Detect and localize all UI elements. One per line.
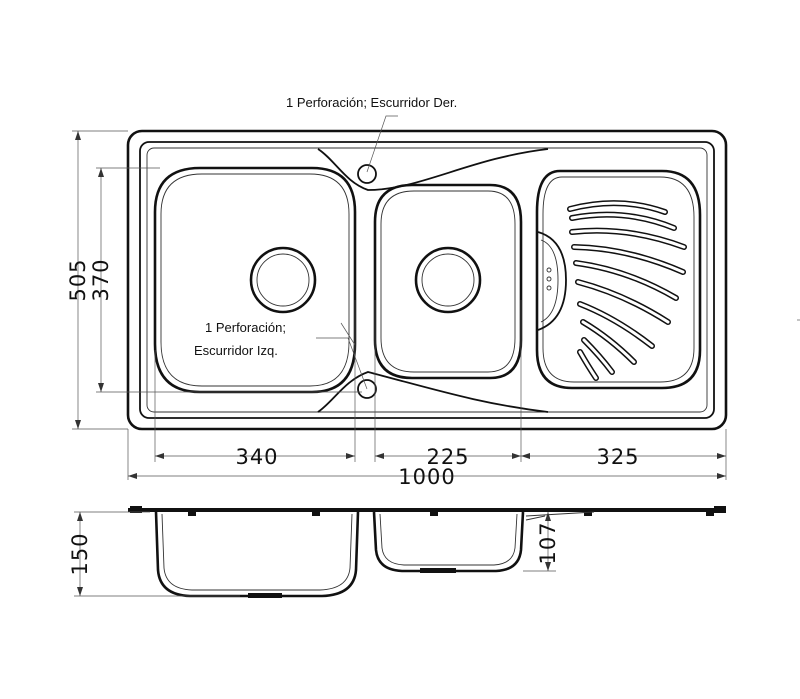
sink-inner-rim xyxy=(139,141,715,419)
dim-325: 325 xyxy=(596,445,639,469)
left-hole-note-line2: Escurridor Izq. xyxy=(194,343,278,358)
sink-side-view xyxy=(128,506,726,598)
center-drain xyxy=(414,246,482,314)
dim-225: 225 xyxy=(426,445,469,469)
deck-contour-upper xyxy=(317,148,549,191)
side-deck-plate xyxy=(128,508,726,512)
right-tap-hole xyxy=(357,164,377,184)
dim-340: 340 xyxy=(235,445,278,469)
overflow-slot xyxy=(537,231,567,331)
deck-contour-lower xyxy=(317,371,549,413)
dim-505: 505 xyxy=(66,258,90,301)
left-hole-leader xyxy=(316,337,368,390)
left-drain xyxy=(249,246,317,314)
left-tap-hole xyxy=(357,379,377,399)
sink-top-view: 1 Perforación; Escurridor Der. 1 Perfora… xyxy=(126,95,728,431)
dim-370: 370 xyxy=(89,258,113,301)
right-hole-note: 1 Perforación; Escurridor Der. xyxy=(286,95,457,110)
side-left-bowl xyxy=(154,511,360,598)
dim-1000: 1000 xyxy=(398,465,455,489)
right-hole-leader xyxy=(366,115,398,173)
left-hole-note-line1: 1 Perforación; xyxy=(205,320,286,335)
dim-150: 150 xyxy=(68,532,92,575)
top-view-dimensions: 505 370 340 225 325 1000 xyxy=(66,130,800,489)
side-center-bowl xyxy=(372,511,525,573)
drainer-board xyxy=(535,169,702,390)
left-bowl xyxy=(153,166,357,394)
sink-outer-rim xyxy=(126,129,728,431)
sink-deck-line xyxy=(146,147,708,413)
center-bowl xyxy=(373,183,523,380)
dim-107: 107 xyxy=(536,521,560,564)
side-view-dimensions: 150 107 xyxy=(68,511,560,597)
